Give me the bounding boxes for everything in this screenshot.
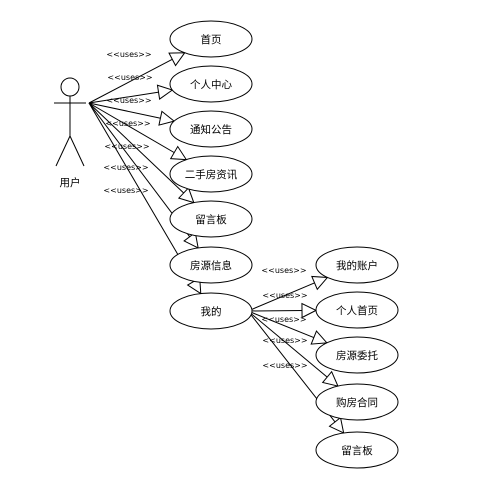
main-arrowhead-2: [158, 110, 176, 126]
sub-association-line-3: [247, 310, 339, 387]
association-lines: [88, 52, 345, 434]
actor-left-leg: [55, 135, 71, 167]
main-arrowhead-1: [156, 84, 174, 100]
use-case-ellipse: [169, 110, 253, 148]
stereotype-labels: <<uses>> <<uses>> <<uses>> <<uses>> <<uses>>…: [103, 50, 307, 370]
main-stereotype-label-0: <<uses>>: [106, 50, 151, 59]
main-arrowhead-5: [183, 231, 199, 249]
use-case-label: 房源信息: [190, 259, 232, 272]
main-arrowhead-0: [168, 52, 186, 67]
sub-arrowhead-0: [311, 275, 329, 291]
main-association-line-4: [88, 102, 195, 204]
sub-use-case-ellipse: [315, 291, 399, 329]
sub-use-case-1: 个人首页: [315, 291, 399, 329]
sub-use-case-ellipse: [315, 383, 399, 421]
sub-stereotype-label-4: <<uses>>: [262, 361, 307, 370]
sub-use-case-ellipse: [315, 336, 399, 374]
use-case-ellipse: [169, 292, 253, 330]
use-case-label: 个人中心: [190, 78, 232, 91]
sub-arrowhead-4: [328, 416, 345, 434]
use-case-label: 留言板: [195, 213, 227, 226]
sub-use-case-4: 留言板: [315, 431, 399, 469]
sub-stereotype-label-3: <<uses>>: [262, 336, 307, 345]
main-association-line-0: [88, 52, 185, 104]
sub-stereotype-label-1: <<uses>>: [262, 291, 307, 300]
use-case-label: 首页: [201, 33, 222, 46]
use-case-label: 通知公告: [190, 123, 232, 136]
main-stereotype-label-1: <<uses>>: [107, 73, 152, 82]
sub-arrowhead-3: [321, 370, 339, 387]
sub-use-case-ellipse: [315, 431, 399, 469]
main-stereotype-label-4: <<uses>>: [104, 142, 149, 151]
use-case-1: 个人中心: [169, 65, 253, 103]
sub-use-case-2: 房源委托: [315, 336, 399, 374]
use-case-ellipse: [169, 155, 253, 193]
sub-arrowhead-2: [310, 330, 328, 345]
actor-head: [60, 77, 80, 97]
main-stereotype-label-3: <<uses>>: [105, 119, 150, 128]
use-case-ellipse: [169, 65, 253, 103]
sub-use-case-label: 我的账户: [336, 259, 378, 272]
use-case-2: 通知公告: [169, 110, 253, 148]
sub-use-case-label: 个人首页: [336, 304, 378, 317]
main-association-line-2: [88, 102, 175, 122]
actor-right-leg: [69, 135, 85, 167]
use-case-label: 二手房资讯: [185, 168, 238, 181]
sub-arrowhead-1: [301, 302, 318, 319]
use-case-ellipse: [169, 246, 253, 284]
use-case-label: 我的: [201, 305, 222, 318]
main-arrowhead-4: [177, 187, 195, 204]
sub-use-case-label: 留言板: [341, 444, 373, 457]
main-stereotype-label-6: <<uses>>: [103, 186, 148, 195]
main-stereotype-label-5: <<uses>>: [103, 163, 148, 172]
use-case-ellipse: [169, 20, 253, 58]
sub-stereotype-label-0: <<uses>>: [261, 266, 306, 275]
use-case-4: 留言板: [169, 200, 253, 238]
actor-figure: 用户: [54, 77, 86, 189]
use-case-3: 二手房资讯: [169, 155, 253, 193]
use-case-5: 房源信息: [169, 246, 253, 284]
sub-use-case-0: 我的账户: [315, 246, 399, 284]
use-case-0: 首页: [169, 20, 253, 58]
sub-use-case-3: 购房合同: [315, 383, 399, 421]
sub-use-case-ellipse: [315, 246, 399, 284]
main-stereotype-label-2: <<uses>>: [106, 96, 151, 105]
sub-stereotype-label-2: <<uses>>: [261, 315, 306, 324]
use-case-ellipse: [169, 200, 253, 238]
actor-name: 用户: [60, 176, 81, 189]
main-association-line-3: [88, 102, 187, 161]
main-arrowhead-3: [169, 145, 188, 161]
sub-use-case-label: 房源委托: [336, 349, 378, 362]
use-case-6: 我的: [169, 292, 253, 330]
sub-use-case-label: 购房合同: [336, 396, 378, 409]
